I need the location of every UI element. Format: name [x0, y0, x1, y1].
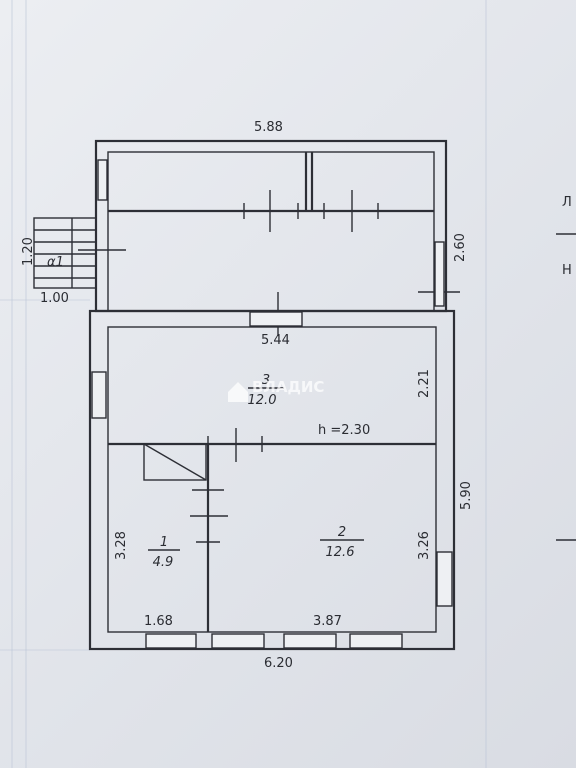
dim-porch-height: 1.20: [21, 237, 36, 266]
window-left: [91, 371, 107, 419]
ceiling-height: h =2.30: [318, 423, 370, 438]
porch-label: α1: [47, 255, 64, 270]
dim-room1-width: 1.68: [144, 614, 173, 629]
window-right: [436, 551, 453, 607]
dim-bottom-width: 6.20: [264, 656, 293, 671]
room-2-number: 2: [338, 525, 346, 540]
porch-steps: [33, 217, 97, 289]
door-top: [249, 311, 303, 327]
house-logo-icon: [228, 382, 248, 402]
annex-window-right: [434, 241, 445, 307]
room-2-area: 12.6: [326, 545, 355, 560]
dim-room2-width: 3.87: [313, 614, 342, 629]
room-3-number: 3: [262, 373, 270, 388]
dim-top-height: 2.60: [453, 233, 468, 262]
window-bottom-3: [283, 633, 337, 649]
room-3-area: 12.0: [248, 393, 277, 408]
dim-room1-height: 3.28: [114, 531, 129, 560]
edge-text-bottom: Н: [562, 263, 572, 278]
room-1-area: 4.9: [153, 555, 174, 570]
paper-grid: [0, 0, 487, 768]
dim-porch-width: 1.00: [40, 291, 69, 306]
main-ticks: [190, 428, 263, 543]
watermark: ВЛАДИС: [228, 378, 324, 402]
dim-room3-height: 2.21: [417, 369, 432, 398]
edge-text-top: Л: [562, 195, 572, 210]
room-1-number: 1: [160, 535, 168, 550]
room-1-label: 1 4.9: [148, 535, 180, 570]
dim-room2-height: 3.26: [417, 531, 432, 560]
watermark-text: ВЛАДИС: [252, 378, 324, 396]
window-bottom-4: [349, 633, 403, 649]
dim-right-height: 5.90: [459, 481, 474, 510]
stair-symbol: [143, 443, 207, 481]
dim-top-width: 5.88: [254, 120, 283, 135]
dim-mid-width: 5.44: [261, 333, 290, 348]
room-3-label: 3 12.0: [248, 373, 284, 408]
edge-fragment: [556, 233, 576, 541]
annex-walls: [94, 139, 448, 313]
window-bottom-1: [145, 633, 197, 649]
window-bottom-2: [211, 633, 265, 649]
room-2-label: 2 12.6: [320, 525, 364, 560]
annex-window-left: [97, 159, 108, 201]
